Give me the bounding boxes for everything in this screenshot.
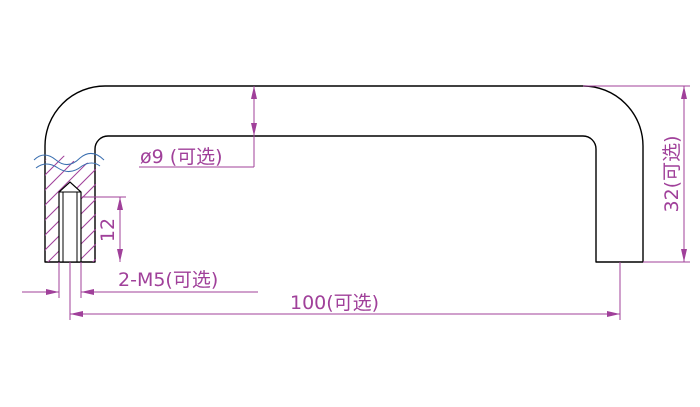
handle-outline xyxy=(44,85,644,263)
break-line xyxy=(33,153,105,165)
thread-depth-label: 12 xyxy=(97,218,119,242)
thread-dimension xyxy=(22,262,258,298)
break-line-2 xyxy=(35,162,101,172)
length-label: 100(可选) xyxy=(290,292,379,314)
length-dimension xyxy=(69,262,621,320)
thread-label: 2-M5(可选) xyxy=(118,269,218,291)
height-label: 32(可选) xyxy=(661,135,683,212)
diameter-label: ø9 (可选) xyxy=(140,146,223,168)
diameter-dimension xyxy=(139,86,257,168)
thread-hole xyxy=(58,181,82,263)
height-dimension xyxy=(583,85,690,263)
thread-depth-dimension xyxy=(81,196,126,262)
